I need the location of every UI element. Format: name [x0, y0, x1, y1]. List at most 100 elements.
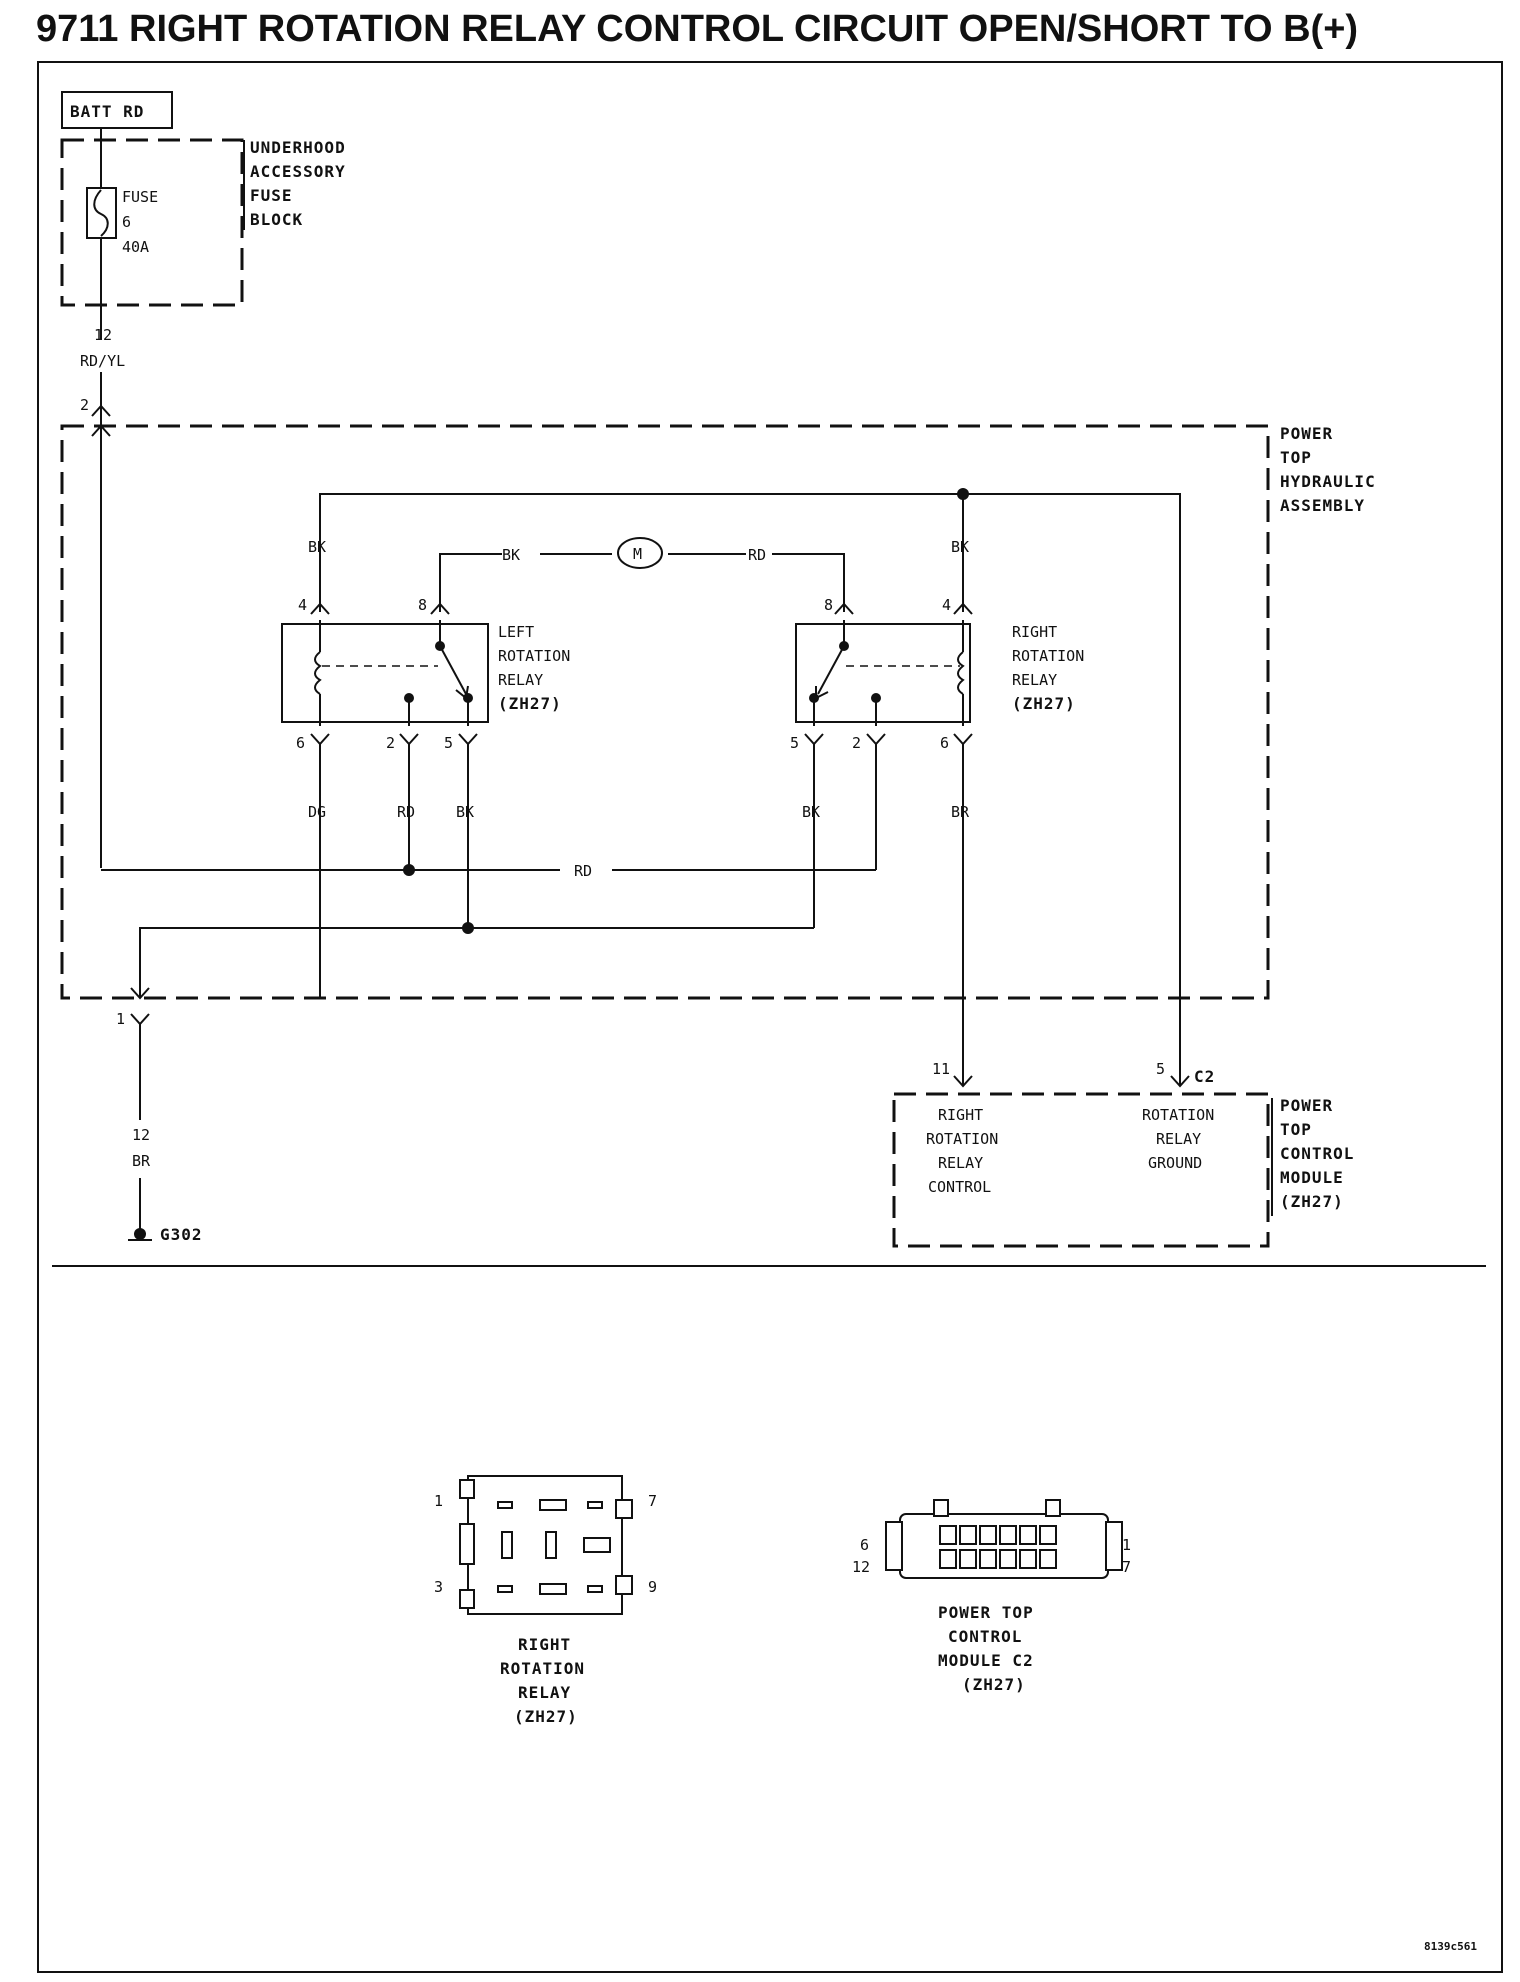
module-connector-pin-12: 12 — [852, 1558, 870, 1576]
module-name-3: CONTROL — [1280, 1144, 1354, 1163]
connector-cavity — [1019, 1549, 1037, 1569]
left-relay-pin-5: 5 — [444, 734, 453, 752]
fuse-block-name-1: UNDERHOOD — [250, 138, 346, 157]
fuse-block-name-2: ACCESSORY — [250, 162, 346, 181]
wire-top-gauge: 12 — [94, 326, 112, 344]
module-left-line-3: RELAY — [938, 1154, 983, 1172]
left-relay — [281, 620, 489, 726]
module-connector-id: C2 — [1194, 1067, 1215, 1086]
wire-motor-left-color: BK — [502, 546, 520, 564]
module-connector-caption-4: (ZH27) — [962, 1675, 1026, 1694]
module-left-line-1: RIGHT — [938, 1106, 983, 1124]
left-relay-name-1: LEFT — [498, 623, 534, 641]
relay-connector-caption-3: RELAY — [518, 1683, 571, 1702]
connector-cavity — [1039, 1549, 1057, 1569]
module-name-4: MODULE — [1280, 1168, 1344, 1187]
module-right-line-2: RELAY — [1156, 1130, 1201, 1148]
ground-wire-color: BR — [132, 1152, 151, 1170]
module-left-line-2: ROTATION — [926, 1130, 998, 1148]
wire-left-top-color: BK — [308, 538, 326, 556]
ground-pin: 1 — [116, 1010, 125, 1028]
module-right-line-1: ROTATION — [1142, 1106, 1214, 1124]
module-connector-view — [885, 1499, 1123, 1579]
batt-label-box — [61, 91, 173, 129]
ground-label: G302 — [160, 1225, 203, 1244]
left-relay-code: (ZH27) — [498, 694, 562, 713]
left-relay-pin-8: 8 — [418, 596, 427, 614]
wire-rd-bus-color: RD — [574, 862, 592, 880]
motor-icon: M — [617, 537, 663, 569]
connector-cavity — [1039, 1525, 1057, 1545]
right-relay-name-3: RELAY — [1012, 671, 1057, 689]
module-outline — [892, 1092, 1270, 1248]
connector-cavity — [979, 1525, 997, 1545]
fuse-label: FUSE — [122, 188, 158, 206]
module-pin-5: 5 — [1156, 1060, 1165, 1078]
connector-cavity — [959, 1549, 977, 1569]
right-relay-pin-5: 5 — [790, 734, 799, 752]
connector-cavity — [939, 1549, 957, 1569]
hydraulic-name-2: TOP — [1280, 448, 1312, 467]
relay-connector-caption-4: (ZH27) — [514, 1707, 578, 1726]
fuse-block-name-3: FUSE — [250, 186, 293, 205]
module-name-5: (ZH27) — [1280, 1192, 1344, 1211]
fuse-number: 6 — [122, 213, 131, 231]
relay-connector-pin-9: 9 — [648, 1578, 657, 1596]
wire-br-right-color: BR — [951, 803, 970, 821]
batt-label: BATT RD — [70, 102, 144, 121]
hydraulic-name-4: ASSEMBLY — [1280, 496, 1365, 515]
wire-bk-right-color: BK — [802, 803, 820, 821]
left-relay-pin-2: 2 — [386, 734, 395, 752]
wire-top-pin: 2 — [80, 396, 89, 414]
module-connector-pin-1: 1 — [1122, 1536, 1131, 1554]
right-relay-pin-8: 8 — [824, 596, 833, 614]
wire-right-top-color: BK — [951, 538, 969, 556]
fuse-block-name-4: BLOCK — [250, 210, 303, 229]
wire-bk-left-color: BK — [456, 803, 474, 821]
relay-connector-view — [459, 1475, 633, 1615]
fuse-icon — [86, 187, 117, 239]
outer-frame — [37, 61, 1503, 1973]
wire-rd-left-color: RD — [397, 803, 415, 821]
connector-cavity — [999, 1525, 1017, 1545]
module-right-line-3: GROUND — [1148, 1154, 1202, 1172]
module-name-1: POWER — [1280, 1096, 1333, 1115]
hydraulic-name-3: HYDRAULIC — [1280, 472, 1376, 491]
relay-connector-caption-2: ROTATION — [500, 1659, 585, 1678]
hydraulic-assembly-outline — [60, 424, 1270, 1000]
module-name-2: TOP — [1280, 1120, 1312, 1139]
fuse-block-outline — [60, 138, 244, 307]
connector-cavity — [1019, 1525, 1037, 1545]
connector-cavity — [979, 1549, 997, 1569]
right-relay-pin-4: 4 — [942, 596, 951, 614]
right-relay — [795, 620, 971, 726]
ground-wire-gauge: 12 — [132, 1126, 150, 1144]
module-connector-caption-1: POWER TOP — [938, 1603, 1034, 1622]
page-title: 9711 RIGHT ROTATION RELAY CONTROL CIRCUI… — [36, 8, 1359, 50]
svg-text:M: M — [633, 545, 642, 563]
module-left-line-4: CONTROL — [928, 1178, 991, 1196]
left-relay-pin-6: 6 — [296, 734, 305, 752]
left-relay-name-3: RELAY — [498, 671, 543, 689]
right-relay-pin-2: 2 — [852, 734, 861, 752]
right-relay-name-2: ROTATION — [1012, 647, 1084, 665]
right-relay-pin-6: 6 — [940, 734, 949, 752]
hydraulic-name-1: POWER — [1280, 424, 1333, 443]
relay-connector-pin-3: 3 — [434, 1578, 443, 1596]
wire-dg-color: DG — [308, 803, 326, 821]
left-relay-name-2: ROTATION — [498, 647, 570, 665]
left-relay-pin-4: 4 — [298, 596, 307, 614]
wire-motor-right-color: RD — [748, 546, 766, 564]
module-pin-11: 11 — [932, 1060, 950, 1078]
right-relay-code: (ZH27) — [1012, 694, 1076, 713]
connector-cavity — [939, 1525, 957, 1545]
right-relay-name-1: RIGHT — [1012, 623, 1057, 641]
module-connector-caption-2: CONTROL — [948, 1627, 1022, 1646]
relay-connector-caption-1: RIGHT — [518, 1635, 571, 1654]
connector-cavity — [959, 1525, 977, 1545]
connector-cavity — [999, 1549, 1017, 1569]
relay-connector-pin-1: 1 — [434, 1492, 443, 1510]
module-connector-pin-6: 6 — [860, 1536, 869, 1554]
module-connector-pin-7: 7 — [1122, 1558, 1131, 1576]
wire-top-color: RD/YL — [80, 352, 125, 370]
